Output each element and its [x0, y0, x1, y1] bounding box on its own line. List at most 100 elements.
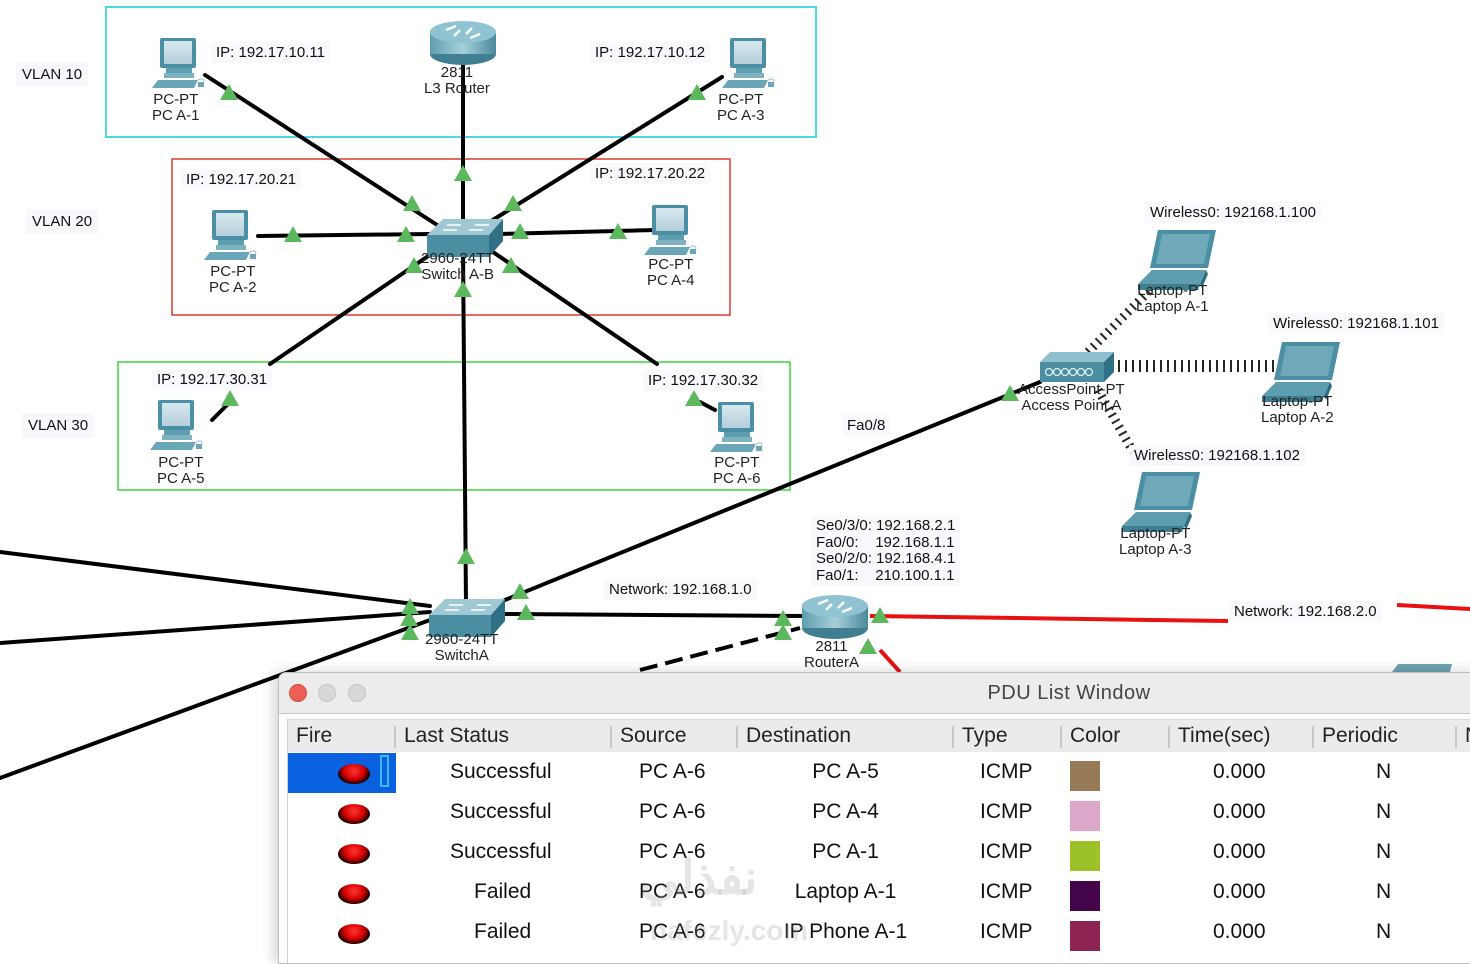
type-cell: ICMP — [980, 920, 1033, 943]
network-192-168-2-0-label: Network: 192.168.2.0 — [1229, 601, 1382, 622]
pc-a1-icon[interactable] — [151, 37, 205, 89]
fire-button-icon[interactable] — [338, 884, 370, 904]
column-divider[interactable] — [610, 726, 612, 748]
fire-cell[interactable] — [288, 913, 396, 953]
router-a-if-3: Fa0/1: 210.100.1.1 — [816, 566, 955, 584]
column-divider[interactable] — [1168, 726, 1170, 748]
column-divider[interactable] — [1060, 726, 1062, 748]
column-divider[interactable] — [1312, 726, 1314, 748]
pdu-table: Fire Last Status Source Destination Type… — [287, 719, 1470, 963]
link-pca6-switchab[interactable] — [488, 248, 659, 366]
pdu-row[interactable]: Failed PC A-6 Laptop A-1 ICMP 0.000 N — [288, 873, 1470, 913]
column-divider[interactable] — [736, 726, 738, 748]
link-left-3[interactable] — [0, 618, 432, 780]
pc-a5-icon[interactable] — [149, 399, 203, 451]
fire-button-icon[interactable] — [338, 804, 370, 824]
link-switcha-ap[interactable] — [503, 380, 1042, 602]
column-divider[interactable] — [952, 726, 954, 748]
column-divider[interactable] — [1455, 726, 1457, 748]
link-routera-dashed[interactable] — [639, 626, 801, 672]
pc-a3-name: PC A-3 — [717, 107, 765, 124]
pc-a6-icon[interactable] — [709, 401, 763, 453]
router-a-name: RouterA — [804, 654, 860, 671]
pc-a1-model: PC-PT — [153, 91, 199, 108]
network-192-168-1-0-label: Network: 192.168.1.0 — [604, 579, 757, 600]
switch-ab-model: 2960-24TT — [421, 250, 495, 267]
column-header-time[interactable]: Time(sec) — [1178, 724, 1271, 747]
serial-link-down[interactable] — [878, 648, 902, 674]
l3-router-icon[interactable] — [428, 19, 498, 67]
port-status-indicator — [400, 610, 418, 626]
fire-cell[interactable] — [288, 753, 396, 793]
pc-a2-icon[interactable] — [203, 209, 257, 261]
last-status-cell: Successful — [450, 760, 552, 783]
last-status-cell: Successful — [450, 840, 552, 863]
column-header-source[interactable]: Source — [620, 724, 687, 747]
laptop-a2-name: Laptop A-2 — [1261, 409, 1334, 426]
last-status-cell: Successful — [450, 800, 552, 823]
pc-a3-icon[interactable] — [721, 37, 775, 89]
fire-cell[interactable] — [288, 873, 396, 913]
router-a-if-1: Fa0/0: 192.168.1.1 — [816, 533, 955, 551]
link-pca3-switchab[interactable] — [478, 75, 724, 230]
column-divider[interactable] — [394, 726, 396, 748]
serial-link-net2-right[interactable] — [1396, 603, 1470, 611]
column-header-last-status[interactable]: Last Status — [404, 724, 510, 747]
partial-device-icon[interactable] — [1392, 664, 1452, 672]
color-swatch — [1070, 841, 1100, 871]
fire-button-icon[interactable] — [338, 844, 370, 864]
pdu-window-titlebar[interactable]: PDU List Window — [279, 673, 1470, 714]
link-switchab-switcha[interactable] — [461, 248, 468, 607]
port-status-indicator — [517, 604, 535, 620]
link-left-2[interactable] — [0, 610, 432, 645]
laptop-a3-icon[interactable] — [1122, 472, 1200, 532]
focus-indicator — [380, 755, 389, 787]
link-pca6-drop[interactable] — [698, 400, 717, 412]
color-swatch — [1070, 761, 1100, 791]
close-window-button[interactable] — [289, 684, 307, 702]
pdu-row[interactable]: Successful PC A-6 PC A-1 ICMP 0.000 N — [288, 833, 1470, 873]
maximize-window-button[interactable] — [348, 684, 366, 702]
serial-link-net2[interactable] — [869, 614, 1229, 623]
column-header-color[interactable]: Color — [1070, 724, 1121, 747]
column-header-type[interactable]: Type — [962, 724, 1008, 747]
fire-cell[interactable] — [288, 793, 396, 833]
pdu-list-window: PDU List Window Fire Last Status Source … — [278, 672, 1470, 964]
fire-button-icon[interactable] — [338, 764, 370, 784]
time-cell: 0.000 — [1213, 920, 1266, 943]
column-header-destination[interactable]: Destination — [746, 724, 852, 747]
link-left-1[interactable] — [0, 550, 432, 608]
vlan20-zone — [171, 158, 731, 316]
port-status-indicator — [401, 624, 419, 640]
type-cell: ICMP — [980, 840, 1033, 863]
router-a-icon[interactable] — [800, 593, 870, 641]
link-switcha-routera[interactable] — [498, 612, 807, 618]
access-point-icon[interactable] — [1039, 351, 1115, 383]
column-header-periodic[interactable]: Periodic — [1322, 724, 1398, 747]
column-header-num[interactable]: N — [1465, 724, 1470, 748]
minimize-window-button[interactable] — [318, 684, 336, 702]
port-status-indicator — [688, 84, 706, 100]
pc-a1-name: PC A-1 — [152, 107, 200, 124]
port-status-indicator — [774, 624, 792, 640]
fire-button-icon[interactable] — [338, 924, 370, 944]
column-header-fire[interactable]: Fire — [296, 724, 333, 747]
laptop-a3-model: Laptop-PT — [1120, 525, 1191, 542]
fire-cell[interactable] — [288, 833, 396, 873]
wireless-link-laptop-a1 — [1084, 286, 1154, 356]
pdu-row[interactable]: Successful PC A-6 PC A-5 ICMP 0.000 N — [288, 753, 1470, 793]
pc-a5-model: PC-PT — [158, 454, 204, 471]
laptop-a1-icon[interactable] — [1138, 230, 1216, 290]
link-pca5-drop[interactable] — [210, 402, 230, 422]
pc-a2-name: PC A-2 — [209, 279, 257, 296]
pdu-row[interactable]: Successful PC A-6 PC A-4 ICMP 0.000 N — [288, 793, 1470, 833]
port-status-indicator — [502, 257, 520, 273]
pdu-window-title: PDU List Window — [987, 682, 1151, 704]
pdu-row[interactable]: Failed PC A-6 IP Phone A-1 ICMP 0.000 N — [288, 913, 1470, 953]
last-status-cell: Failed — [474, 880, 532, 903]
